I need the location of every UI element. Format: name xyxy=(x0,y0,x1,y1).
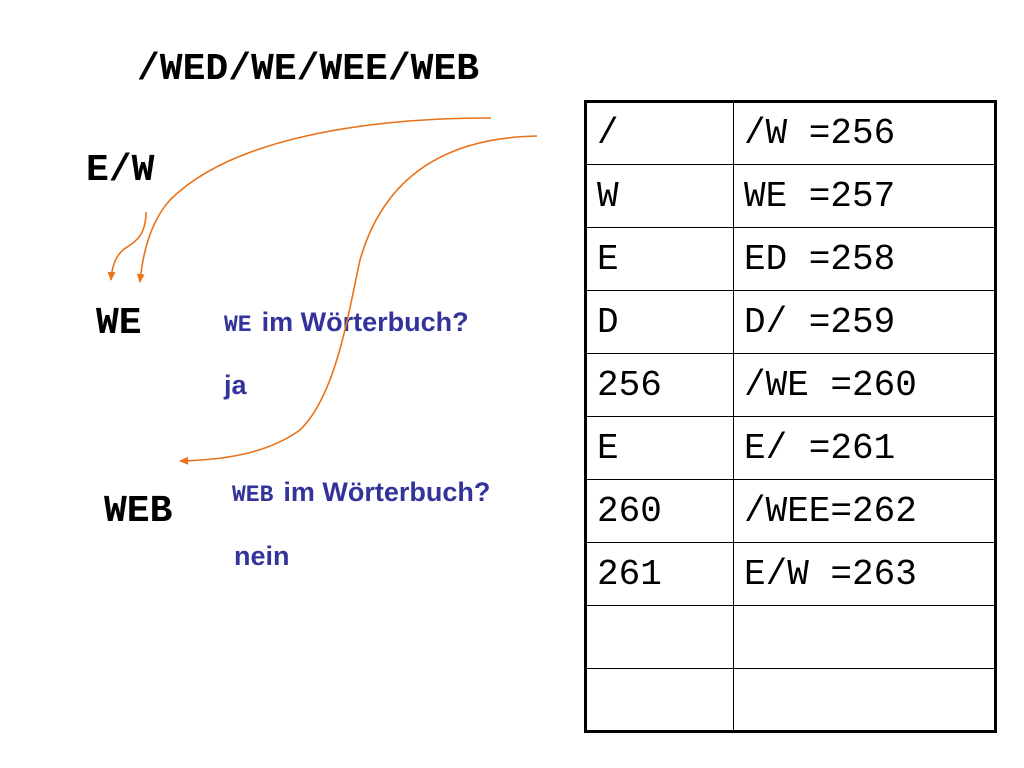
dictionary-output-cell xyxy=(585,668,734,732)
dictionary-output-cell: E xyxy=(585,416,734,480)
step1-answer: ja xyxy=(224,370,247,400)
dictionary-row xyxy=(585,605,996,669)
dictionary-row: 256/WE =260 xyxy=(585,353,996,417)
dictionary-output-cell: W xyxy=(585,164,734,228)
arrow-title-to-we xyxy=(136,117,492,283)
dictionary-output-cell: E xyxy=(585,227,734,291)
arrow-title-to-web xyxy=(179,135,538,465)
dictionary-entry-cell: /W =256 xyxy=(733,101,996,165)
step1-string-label: WE xyxy=(96,302,142,345)
dictionary-entry-cell: ED =258 xyxy=(733,227,996,291)
dictionary-entry-cell: /WE =260 xyxy=(733,353,996,417)
dictionary-row: 260/WEE=262 xyxy=(585,479,996,543)
dictionary-entry-cell: D/ =259 xyxy=(733,290,996,354)
dictionary-entry-cell: WE =257 xyxy=(733,164,996,228)
step1-question-text: im Wörterbuch? xyxy=(261,307,469,337)
dictionary-entry-cell: /WEE=262 xyxy=(733,479,996,543)
input-string-title: /WED/WE/WEE/WEB xyxy=(137,48,480,91)
step2-answer: nein xyxy=(234,541,290,571)
dictionary-output-cell xyxy=(585,605,734,669)
step1-question: WE im Wörterbuch? xyxy=(224,307,469,338)
step2-question-text: im Wörterbuch? xyxy=(283,477,491,507)
step2-question: WEB im Wörterbuch? xyxy=(232,477,490,508)
dictionary-entry-cell: E/W =263 xyxy=(733,542,996,606)
current-string-label: E/W xyxy=(86,149,155,192)
dictionary-entry-cell: E/ =261 xyxy=(733,416,996,480)
dictionary-output-cell: D xyxy=(585,290,734,354)
arrow-ew-to-we xyxy=(107,211,147,281)
dictionary-output-cell: / xyxy=(585,101,734,165)
step2-string-label: WEB xyxy=(104,490,173,533)
step2-question-code: WEB xyxy=(232,482,274,508)
dictionary-entry-cell xyxy=(733,605,996,669)
dictionary-output-cell: 261 xyxy=(585,542,734,606)
dictionary-row: //W =256 xyxy=(585,101,996,165)
dictionary-entry-cell xyxy=(733,668,996,732)
dictionary-row xyxy=(585,668,996,732)
dictionary-output-cell: 256 xyxy=(585,353,734,417)
dictionary-output-cell: 260 xyxy=(585,479,734,543)
step1-question-code: WE xyxy=(224,312,252,338)
